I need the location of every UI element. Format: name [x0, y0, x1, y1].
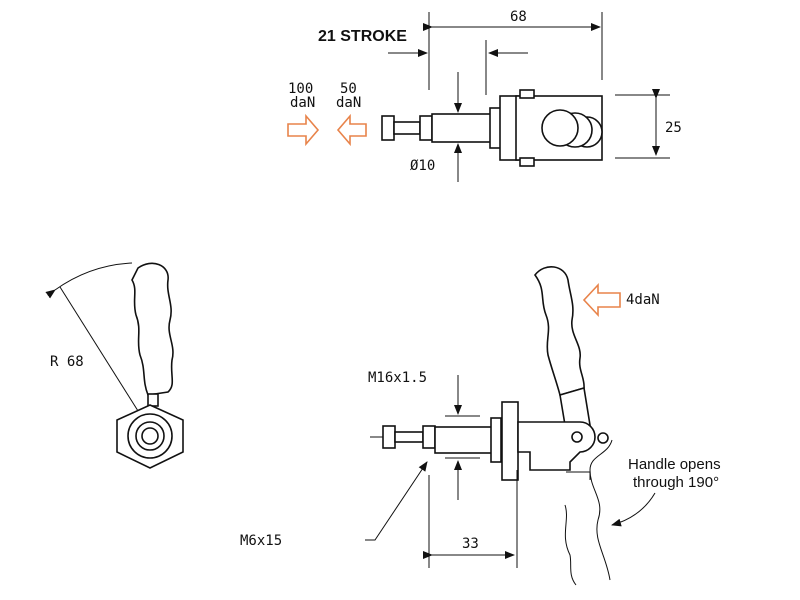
diameter-dim: Ø10: [410, 158, 435, 174]
pull-force-unit: daN: [290, 95, 315, 111]
handle-force: 4daN: [626, 292, 660, 308]
radius-dim: R 68: [50, 354, 84, 370]
push-force-unit: daN: [336, 95, 361, 111]
force-arrow-right-icon: [287, 113, 320, 147]
force-arrow-left-icon: [582, 282, 621, 318]
height-dim: 25: [665, 120, 682, 136]
push-force-value: 50: [340, 81, 357, 97]
handle-grip: [533, 266, 585, 396]
pull-force-value: 100: [288, 81, 313, 97]
note-line-2: through 190°: [633, 474, 719, 491]
handle-grip: [131, 262, 174, 396]
side-view: R 68: [45, 262, 184, 469]
thread-label: M16x1.5: [368, 370, 427, 386]
top-view: 68 21 STROKE Ø10 25 100 daN 50 daN: [287, 9, 682, 182]
stroke-label: 21 STROKE: [318, 28, 407, 45]
screw-label: M6x15: [240, 533, 282, 549]
front-view: M16x1.5 M6x15 33 4daN Handle opens throu…: [240, 266, 721, 586]
length-dim: 68: [510, 9, 527, 25]
offset-dim: 33: [462, 536, 479, 552]
note-line-1: Handle opens: [628, 456, 721, 473]
force-arrow-left-icon: [336, 113, 367, 147]
